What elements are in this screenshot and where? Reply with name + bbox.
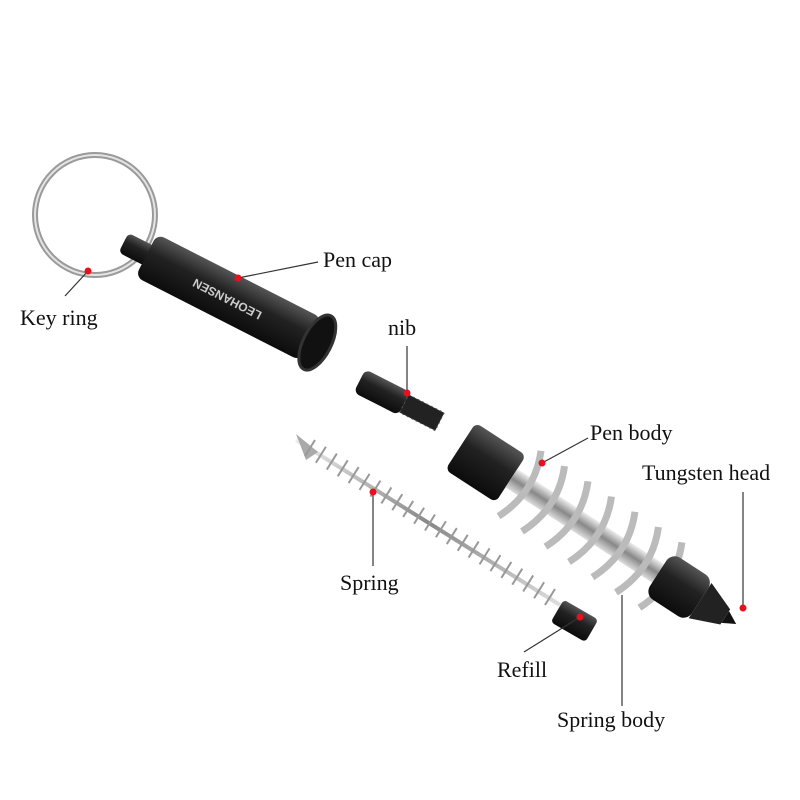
label-refill: Refill xyxy=(497,657,548,682)
label-tungsten-head: Tungsten head xyxy=(642,460,771,485)
label-spring: Spring xyxy=(340,570,399,595)
marker-dots xyxy=(84,267,747,621)
key-ring xyxy=(32,152,158,278)
leader-lines xyxy=(64,261,744,706)
pen-cap: LEOHANSEN xyxy=(120,234,338,372)
label-nib: nib xyxy=(388,315,417,340)
label-pen-cap: Pen cap xyxy=(323,247,393,272)
pen-body xyxy=(447,425,737,625)
label-spring-body: Spring body xyxy=(557,707,666,732)
nib xyxy=(355,371,445,432)
label-pen-body: Pen body xyxy=(590,420,673,445)
label-key-ring: Key ring xyxy=(20,305,98,330)
refill-spring xyxy=(294,434,597,641)
